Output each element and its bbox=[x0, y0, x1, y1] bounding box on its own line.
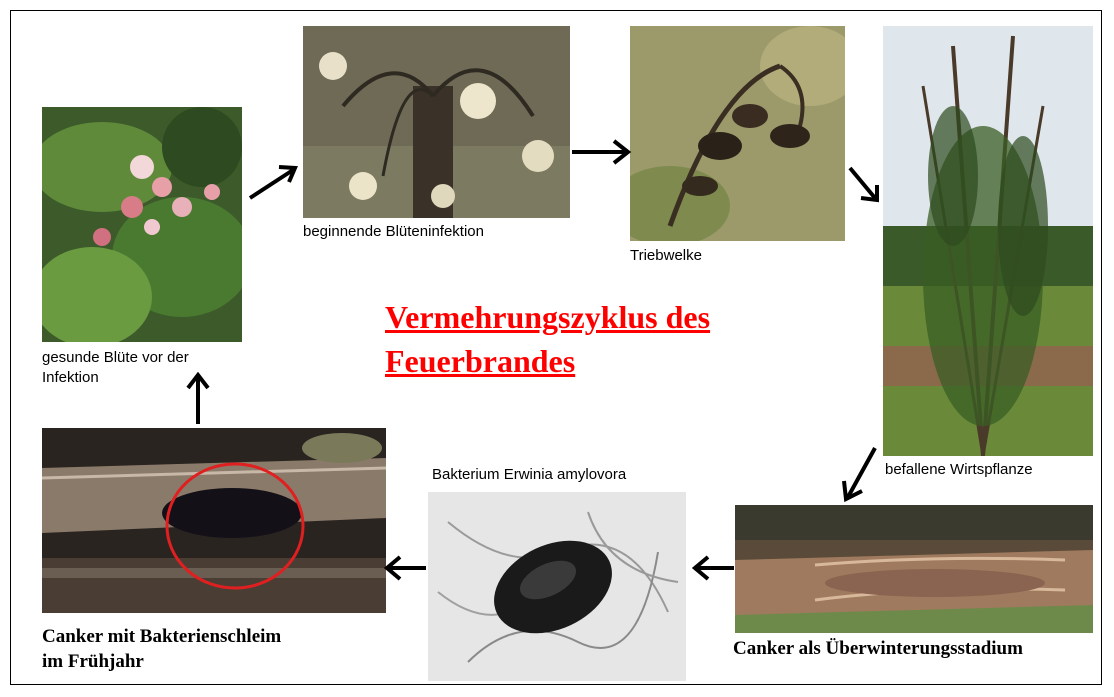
bacterium-image bbox=[428, 492, 686, 681]
diagram-title-line1: Vermehrungszyklus des bbox=[385, 296, 710, 338]
host-label: befallene Wirtspflanze bbox=[885, 460, 1033, 480]
healthy-label-line1: gesunde Blüte vor der bbox=[42, 348, 189, 368]
spring-canker-label-line1: Canker mit Bakterienschleim bbox=[42, 625, 281, 649]
overwinter-label: Canker als Überwinterungsstadium bbox=[733, 637, 1023, 661]
arrow-spring-canker-to-healthy bbox=[185, 372, 211, 426]
overwinter-canker-image bbox=[735, 505, 1093, 633]
host-plant-image bbox=[883, 26, 1093, 456]
healthy-label-line2: Infektion bbox=[42, 368, 99, 388]
arrow-host-to-overwinter bbox=[840, 445, 880, 505]
blossom-infection-image bbox=[303, 26, 570, 218]
arrow-overwinter-to-bacterium bbox=[692, 554, 736, 582]
shoot-wilt-image bbox=[630, 26, 845, 241]
arrow-healthy-to-infection bbox=[245, 160, 305, 205]
shoot-wilt-label: Triebwelke bbox=[630, 246, 702, 266]
spring-canker-image bbox=[42, 428, 386, 613]
diagram-title-line2: Feuerbrandes bbox=[385, 340, 575, 382]
blossom-infection-label: beginnende Blüteninfektion bbox=[303, 222, 484, 242]
bacterium-label: Bakterium Erwinia amylovora bbox=[432, 465, 626, 485]
arrow-bacterium-to-spring-canker bbox=[384, 554, 428, 582]
spring-canker-label-line2: im Frühjahr bbox=[42, 650, 144, 674]
arrow-infection-to-wilt bbox=[570, 137, 632, 167]
highlight-circle bbox=[42, 428, 386, 613]
healthy-blossom-image bbox=[42, 107, 242, 342]
arrow-wilt-to-host bbox=[847, 165, 882, 205]
